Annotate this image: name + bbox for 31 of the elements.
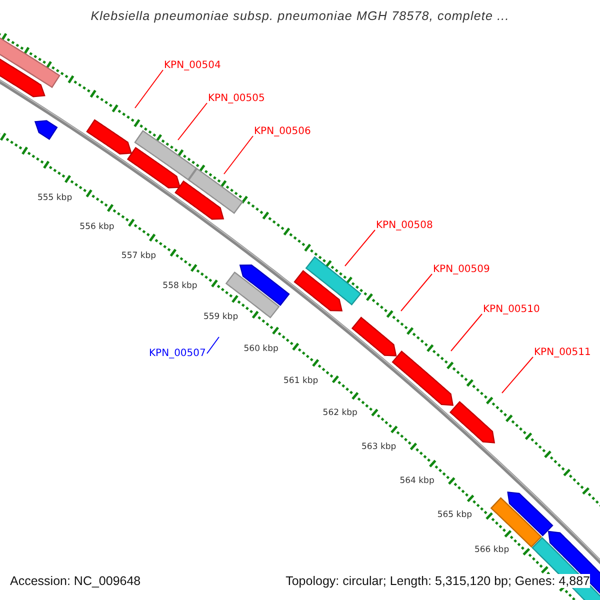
- scale-label: 561 kbp: [284, 376, 318, 386]
- gene-label: KPN_00507: [149, 348, 206, 359]
- scale-label: 557 kbp: [121, 251, 156, 262]
- gene-label: KPN_00510: [483, 304, 540, 315]
- gene-label: KPN_00506: [254, 126, 311, 137]
- footer-text: Accession: NC_009648: [10, 574, 141, 588]
- leader-line: [344, 230, 376, 266]
- leader-line: [400, 274, 432, 312]
- leader-line: [206, 336, 220, 354]
- gene-label: KPN_00504: [164, 60, 221, 71]
- scale-label: 555 kbp: [37, 193, 72, 204]
- leader-line: [134, 70, 164, 108]
- scale-label: 559 kbp: [203, 312, 238, 322]
- gene-label: KPN_00511: [534, 347, 591, 358]
- scale-label: 562 kbp: [322, 408, 358, 418]
- gene-label: KPN_00509: [433, 264, 490, 275]
- footer-text: Topology: circular; Length: 5,315,120 bp; Genes: 4,887: [286, 574, 590, 588]
- gene-label: KPN_00508: [376, 220, 433, 231]
- gene-label: KPN_00505: [208, 93, 265, 104]
- scale-label: 565 kbp: [437, 510, 472, 520]
- scale-label: 558 kbp: [162, 281, 198, 292]
- title: Klebsiella pneumoniae subsp. pneumoniae MGH 78578, complete ...: [90, 9, 510, 23]
- leader-line: [224, 136, 254, 174]
- scale-label: 563 kbp: [362, 442, 396, 452]
- scale-label: 560 kbp: [244, 344, 278, 354]
- leader-line: [502, 356, 534, 394]
- scale-label: 564 kbp: [400, 476, 434, 486]
- scale-label: 566 kbp: [474, 545, 510, 556]
- leader-line: [178, 102, 208, 140]
- scale-label: 556 kbp: [80, 222, 114, 232]
- leader-line: [450, 314, 482, 352]
